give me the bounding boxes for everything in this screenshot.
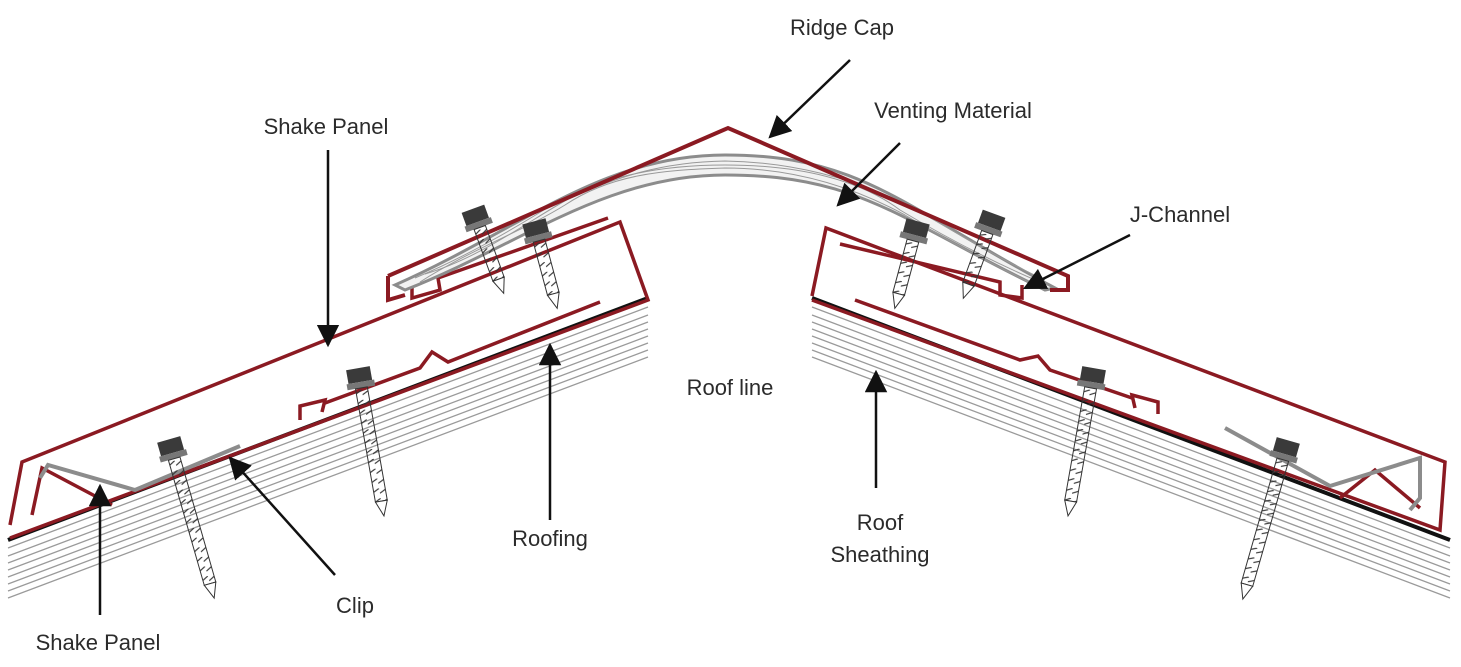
roof-line-label: Roof line (686, 375, 774, 400)
clip-label: Clip (336, 593, 374, 618)
venting-material-label: Venting Material (874, 98, 1032, 123)
screw-4 (962, 209, 1006, 300)
screw-7 (1064, 366, 1106, 518)
screw-6 (157, 436, 217, 600)
j-channel-arrow (1022, 233, 1131, 290)
roofing-label: Roofing (512, 526, 588, 551)
ridge-cap (387, 125, 1070, 292)
right-roof-sheathing (811, 306, 1451, 599)
venting-material-arrow (836, 142, 901, 207)
screw-5 (346, 366, 388, 518)
screw-3 (892, 218, 930, 310)
left-clip (38, 444, 241, 493)
ridge-cap-hem-left (386, 276, 406, 303)
right-clip (1224, 426, 1422, 512)
j-channel-label: J-Channel (1129, 202, 1231, 227)
clip-arrow (228, 456, 336, 576)
roof-sheathing-label-line2: Sheathing (830, 542, 930, 567)
left-roof-sheathing (7, 306, 649, 599)
roof-sheathing-label-line1: Roof (856, 510, 904, 535)
j-channel-right (839, 242, 1024, 301)
ridge-cap-label: Ridge Cap (790, 15, 894, 40)
screw-1 (461, 204, 505, 295)
shake-panel-top-label: Shake Panel (263, 114, 389, 139)
screw-2 (522, 218, 560, 310)
screw-8 (1240, 437, 1300, 601)
left-shake-panel (8, 219, 651, 540)
shake-panel-bottom-label: Shake Panel (35, 630, 161, 655)
ridge-cap-arrow (768, 59, 851, 139)
leader-arrows (88, 59, 1131, 615)
